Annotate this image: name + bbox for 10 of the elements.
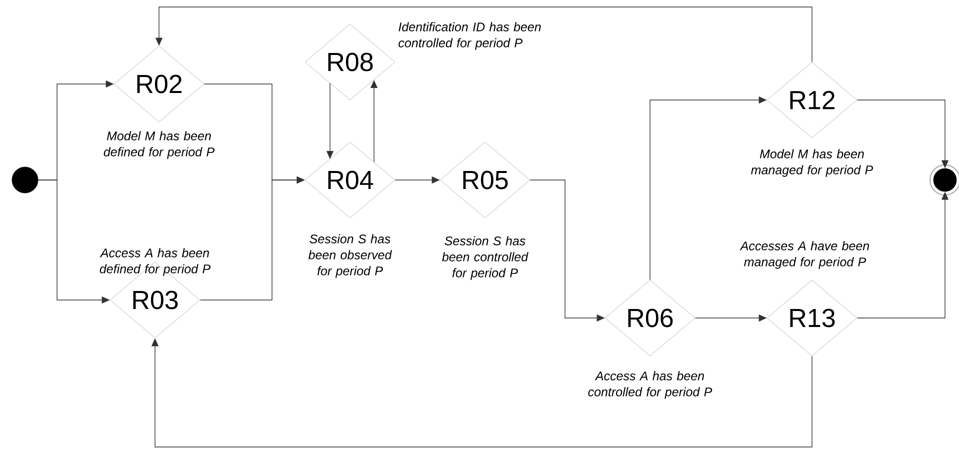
node-caption: Access A has been defined for period P (100, 248, 210, 276)
node-caption: Identification ID has been controlled for period P (398, 22, 541, 50)
start-circle (12, 166, 38, 194)
node-caption: Model M has been managed for period P (751, 149, 874, 177)
node-caption: Session S has been controlled for period P (442, 236, 528, 280)
node-caption: Accesses A have been managed for period P (740, 241, 870, 269)
node-caption: Access A has been controlled for period P (588, 371, 712, 399)
end-circle (929, 164, 959, 196)
node-caption: Session S has been observed for period P (308, 234, 392, 278)
node-caption: Model M has been defined for period P (104, 131, 214, 159)
